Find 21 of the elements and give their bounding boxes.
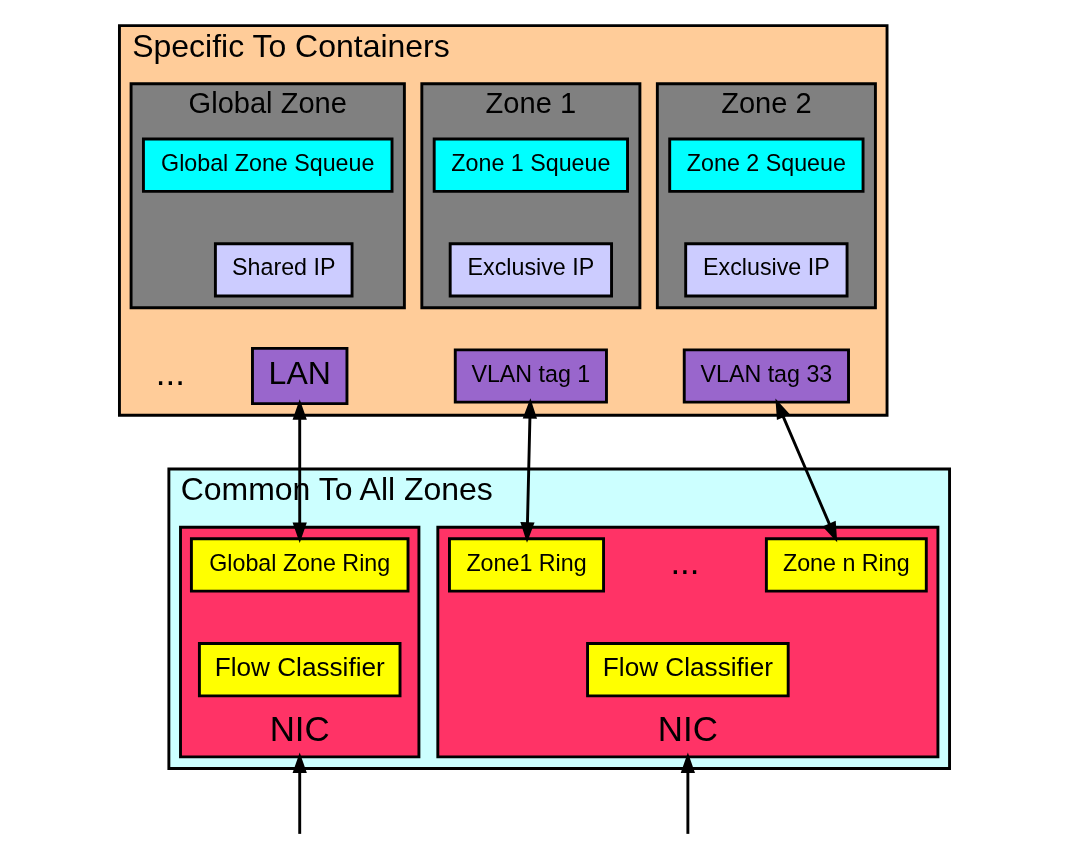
node-box: Exclusive IP <box>683 242 848 298</box>
node-box: Flow Classifier <box>585 642 790 698</box>
arrow <box>774 398 837 543</box>
node-box: VLAN tag 33 <box>682 348 850 404</box>
node-box: Global Zone Squeue <box>141 137 393 193</box>
node-box: Flow Classifier <box>197 642 401 698</box>
node-box: Exclusive IP <box>448 242 613 298</box>
label: ... <box>155 353 185 393</box>
arrow <box>519 398 537 543</box>
node-box: VLAN tag 1 <box>453 348 608 404</box>
node-box: Zone 2 Squeue <box>667 137 864 193</box>
node-box: LAN <box>250 346 348 406</box>
label: ... <box>669 542 700 582</box>
node-box: Shared IP <box>213 242 353 298</box>
arrow <box>292 399 307 543</box>
node-box: Zone 1 Squeue <box>432 137 629 193</box>
node-box: Zone1 Ring <box>447 537 605 593</box>
arrow <box>292 752 307 834</box>
node-box: Global Zone Ring <box>189 537 409 593</box>
node-box: Zone n Ring <box>764 537 928 593</box>
arrow <box>680 752 695 834</box>
